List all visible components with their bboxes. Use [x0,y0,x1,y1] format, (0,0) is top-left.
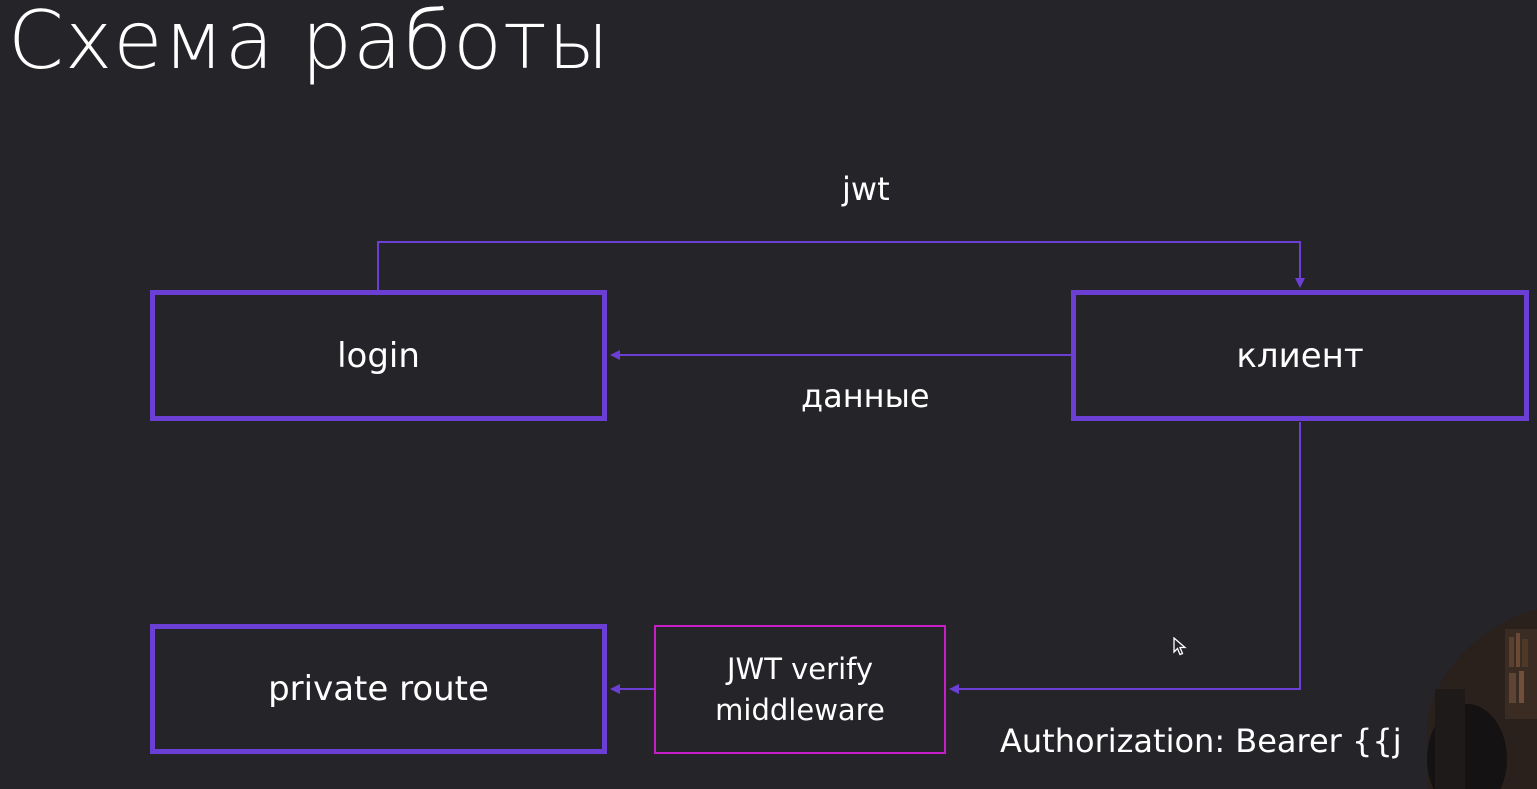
node-client-label: клиент [1236,335,1364,376]
node-jwt-middleware-line2: middleware [715,692,885,727]
edge-label-auth-header: Authorization: Bearer {{j [1000,722,1402,760]
pointer-cursor-icon [1173,637,1187,656]
node-login-label: login [337,335,420,376]
node-jwt-middleware: JWT verify middleware [654,625,946,754]
presenter-webcam-thumbnail [1427,609,1537,789]
node-jwt-middleware-line1: JWT verify [726,651,873,686]
edge-auth-header [949,422,1301,694]
slide-title: Схема работы [8,0,611,87]
node-client: клиент [1071,290,1529,421]
node-login: login [150,290,607,421]
edge-jwt [377,241,1305,290]
edge-label-jwt: jwt [842,170,890,208]
node-private-route: private route [150,624,607,754]
edge-label-data: данные [801,377,930,415]
node-private-route-label: private route [268,669,489,709]
